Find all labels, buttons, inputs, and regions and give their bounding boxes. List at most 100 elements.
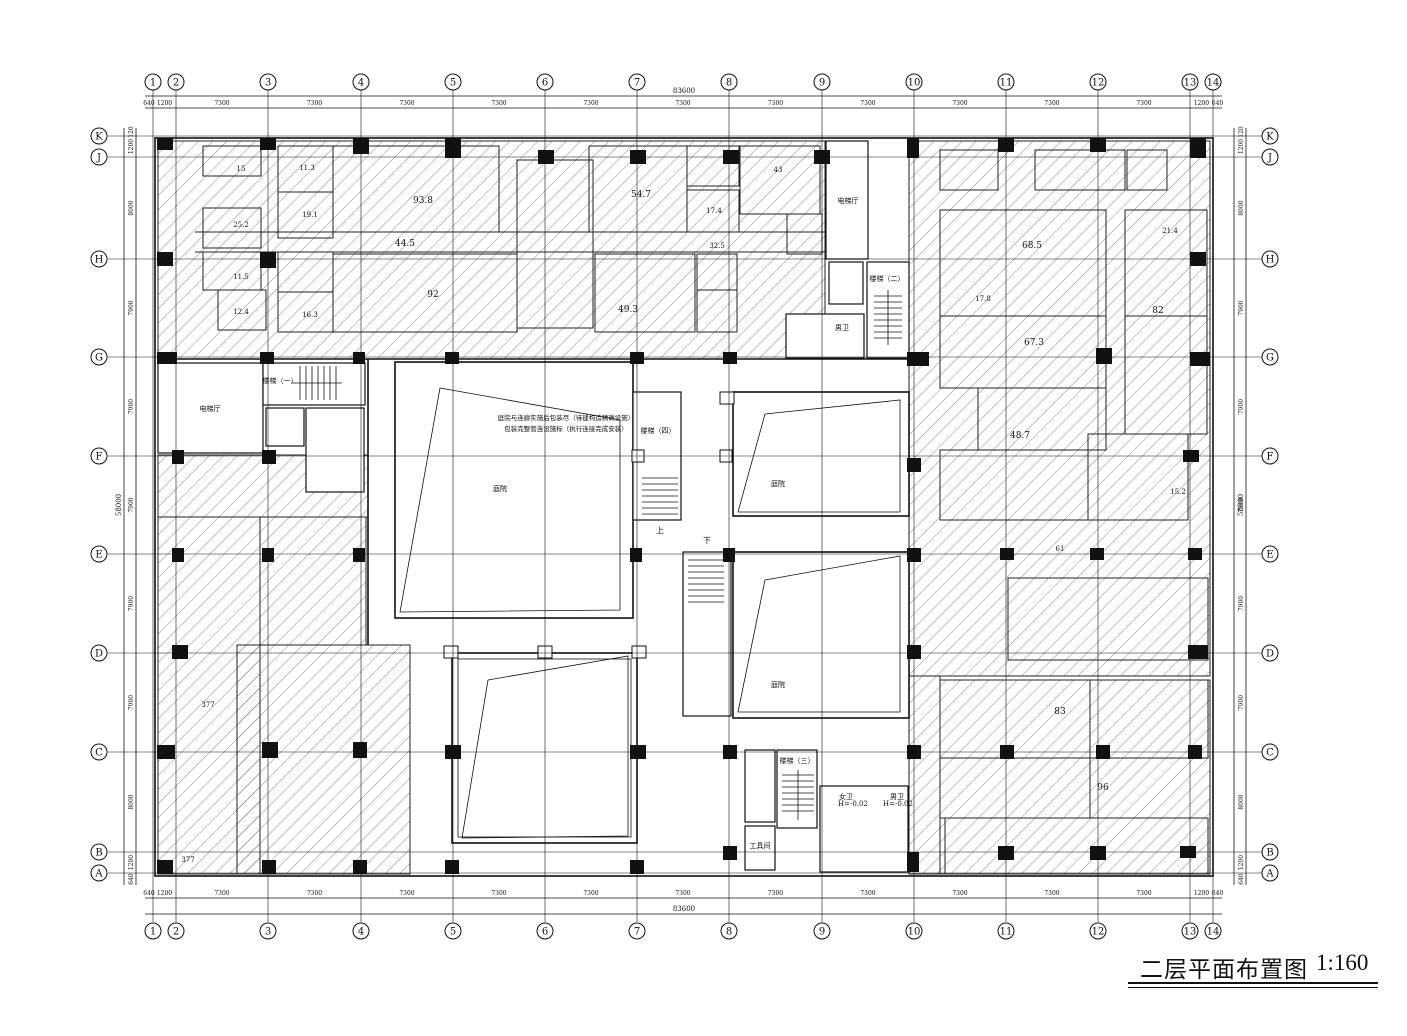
label-stair-3: 楼梯（三）	[780, 756, 815, 765]
room-n17	[739, 145, 821, 215]
axis-bubble-col-12	[1089, 922, 1107, 940]
axis-bubble-row-E	[1261, 545, 1279, 563]
axis-bubble-row-C	[90, 743, 108, 761]
atrium-east-lower	[732, 551, 910, 719]
axis-label-row-A: A	[94, 869, 103, 880]
zone-west-hall	[236, 644, 411, 875]
axis-bubble-col-14	[1204, 73, 1222, 91]
label-area-48-7: 48.7	[1010, 431, 1030, 441]
axis-label-col-13: 13	[1184, 78, 1197, 89]
axis-label-col-9: 9	[819, 927, 825, 938]
axis-bubble-col-13	[1181, 922, 1199, 940]
dimension-text-row: 8000	[128, 794, 135, 809]
west-core	[157, 362, 366, 493]
axis-label-row-G: G	[1266, 353, 1274, 364]
elevator-shaft-north	[828, 261, 864, 305]
axis-bubble-row-H	[90, 250, 108, 268]
label-area-83: 83	[1054, 707, 1066, 717]
axis-bubble-col-14	[1204, 922, 1222, 940]
axis-label-col-2: 2	[173, 927, 179, 938]
dimension-text-row: 1200	[1238, 139, 1245, 154]
axis-bubble-col-5	[444, 922, 462, 940]
overall-dimension-top: 83600	[673, 87, 695, 95]
label-area-25-2: 25.2	[233, 221, 249, 229]
dimension-text-col: 7300	[860, 890, 875, 897]
axis-label-row-C: C	[95, 748, 103, 759]
room-n13	[686, 145, 740, 187]
axis-label-col-4: 4	[358, 927, 364, 938]
stair-east-box	[682, 551, 732, 717]
label-lobby-north: 电梯厅	[838, 196, 859, 205]
dimension-text-col: 7300	[399, 100, 414, 107]
axis-bubble-row-K	[1261, 127, 1279, 145]
dimension-text-row: 7900	[128, 300, 135, 315]
label-area-93-8: 93.8	[413, 196, 433, 206]
dimension-text-row: 120	[128, 126, 135, 138]
room-e3	[1126, 149, 1168, 191]
label-area-11-5: 11.5	[233, 273, 249, 281]
dimension-text-row: 8000	[1238, 794, 1245, 809]
stair-2-treads	[874, 290, 902, 345]
axis-bubble-col-8	[720, 73, 738, 91]
dimension-text-col: 7300	[491, 100, 506, 107]
axis-label-col-7: 7	[634, 927, 640, 938]
axis-bubble-col-11	[997, 73, 1015, 91]
dimension-text-col: 7300	[307, 100, 322, 107]
label-up: 上	[656, 526, 664, 535]
label-area-43: 43	[774, 166, 783, 174]
dimension-text-row: 640	[1238, 873, 1245, 885]
label-area-11-3: 11.3	[299, 164, 315, 172]
axis-label-row-A: A	[1265, 869, 1274, 880]
janitor-room	[744, 825, 776, 871]
axis-bubble-col-10	[905, 73, 923, 91]
axis-bubble-col-1	[144, 73, 162, 91]
dimension-text-row: 7900	[1238, 695, 1245, 710]
axis-bubble-row-D	[1261, 644, 1279, 662]
axis-label-col-14: 14	[1207, 927, 1220, 938]
axis-label-row-D: D	[95, 649, 103, 660]
label-area-377b: 377	[181, 856, 194, 864]
dimension-text-col: 7300	[307, 890, 322, 897]
label-stair-4: 楼梯（四）	[641, 426, 676, 435]
dimension-text-col: 7300	[952, 890, 967, 897]
axis-bubble-row-C	[1261, 743, 1279, 761]
drawing-title-block: 二层平面布置图 1:160	[1128, 948, 1380, 992]
axis-bubble-row-F	[1261, 447, 1279, 465]
axis-bubble-col-6	[536, 922, 554, 940]
stair-1-treads	[292, 366, 342, 400]
axis-label-row-K: K	[95, 132, 103, 143]
axis-bubble-row-D	[90, 644, 108, 662]
axis-bubble-row-A	[90, 864, 108, 882]
room-e1	[939, 149, 999, 191]
dimension-text-col: 7300	[952, 100, 967, 107]
axis-label-col-2: 2	[173, 78, 179, 89]
atrium-center-skylight	[399, 387, 621, 613]
axis-bubble-row-B	[1261, 843, 1279, 861]
label-janitor: 工具间	[750, 842, 771, 850]
stair-3-box	[776, 749, 818, 829]
label-stair-2: 楼梯（二）	[870, 274, 905, 283]
axis-bubble-row-G	[90, 348, 108, 366]
overall-dimension-bottom: 83600	[673, 905, 695, 913]
axis-bubble-col-7	[628, 922, 646, 940]
dimension-lines	[123, 95, 1247, 915]
stair-4-treads	[642, 477, 724, 603]
wc-west	[305, 407, 365, 493]
zone-southeast	[939, 679, 1211, 875]
axis-bubble-col-4	[352, 73, 370, 91]
label-area-96: 96	[1097, 783, 1109, 793]
room-e14	[1089, 679, 1209, 759]
wc-north	[785, 313, 865, 359]
axis-label-col-10: 10	[908, 78, 921, 89]
dimension-text-col: 7300	[1136, 100, 1151, 107]
dimension-text-col: 1200	[157, 100, 172, 107]
label-area-377: 377	[201, 701, 214, 709]
axis-bubble-row-A	[1261, 864, 1279, 882]
axis-label-col-3: 3	[265, 78, 271, 89]
dimension-text-col: 7300	[1136, 890, 1151, 897]
south-core	[744, 749, 909, 873]
axis-label-col-9: 9	[819, 78, 825, 89]
label-area-15-2: 15.2	[1170, 488, 1186, 496]
atrium-east-upper	[732, 391, 910, 517]
